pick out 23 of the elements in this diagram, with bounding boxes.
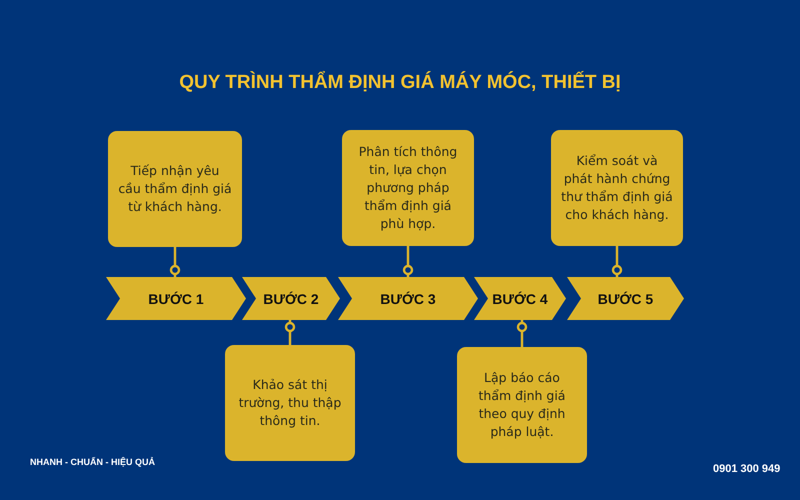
title: QUY TRÌNH THẨM ĐỊNH GIÁ MÁY MÓC, THIẾT BỊ xyxy=(178,72,622,94)
step-card xyxy=(551,130,683,246)
leader-line xyxy=(612,246,622,277)
step-description: Kiểm soát và phát hành chứng thư thẩm định giá cho khách hàng. xyxy=(561,152,673,224)
step-card xyxy=(225,345,355,461)
step-description: Tiếp nhận yêu cầu thẩm định giá từ khách hàng. xyxy=(118,162,232,216)
leader-line xyxy=(402,246,414,277)
leader-line xyxy=(516,320,528,347)
step-card xyxy=(457,347,587,463)
step-card xyxy=(108,131,242,247)
step-label: BƯỚC 1 xyxy=(148,290,204,306)
step-label: BƯỚC 5 xyxy=(598,290,654,306)
step-description: Lập báo cáo thẩm định giá theo quy định pháp luật. xyxy=(478,368,566,442)
step-description: Phân tích thông tin, lựa chọn phương pháp thẩm định giá phù hợp. xyxy=(358,142,458,234)
step-label: BƯỚC 3 xyxy=(380,290,436,306)
step-label: BƯỚC 4 xyxy=(492,290,548,306)
leader-line xyxy=(170,247,180,277)
step-description: Khảo sát thị trường, thu thập thông tin. xyxy=(238,376,342,430)
slogan: NHANH - CHUẨN - HIỆU QUẢ xyxy=(30,457,155,467)
step-card xyxy=(342,130,474,246)
leader-line xyxy=(284,320,296,345)
phone-number: 0901 300 949 xyxy=(713,463,780,475)
step-label: BƯỚC 2 xyxy=(263,290,319,306)
